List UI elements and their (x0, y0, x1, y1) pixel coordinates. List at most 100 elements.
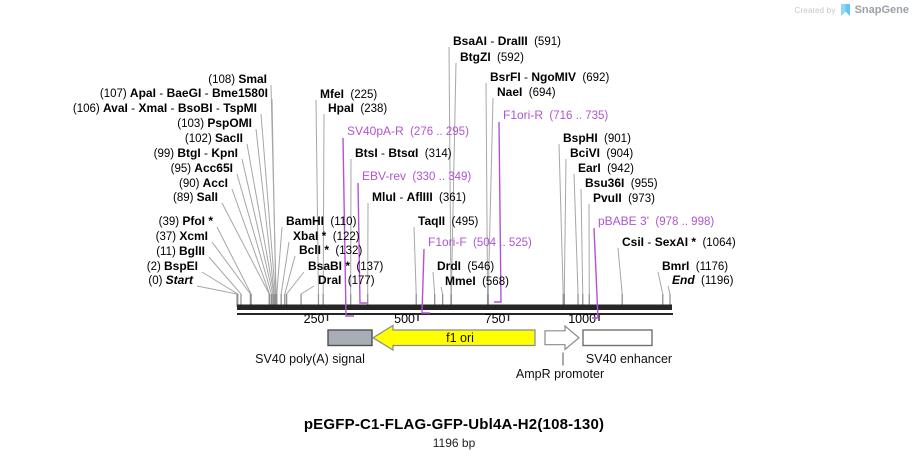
feature-label-ampr-promoter: AmpR promoter (515, 367, 605, 381)
enzyme-label-xcmi: (37) XcmI (156, 230, 208, 244)
enzyme-label-mfei: MfeI (225) (320, 88, 377, 102)
feature-label-sv40-enhancer: SV40 enhancer (585, 352, 673, 366)
primer-label-sv40pa-r: SV40pA-R (276 .. 295) (347, 125, 469, 139)
enzyme-label-bcli: BclI * (132) (299, 244, 362, 258)
site-position: (692) (576, 72, 610, 84)
separator: - (644, 235, 655, 249)
site-position: (276 .. 295) (403, 126, 469, 138)
enzyme-label-smai: (108) SmaI (208, 73, 267, 87)
leader-line (617, 247, 623, 307)
site-position: (591) (527, 36, 561, 48)
separator: F1ori-R (503, 108, 544, 122)
site-name: PspOMI (207, 116, 252, 130)
enzyme-label-acci: (90) AccI (179, 177, 228, 191)
site-name: BamHI (286, 214, 325, 228)
enzyme-label-bglii: (11) BglII (156, 245, 205, 259)
site-position: (694) (522, 87, 556, 99)
site-position: (89) (172, 192, 197, 204)
separator: - (127, 101, 139, 115)
site-name: CsiI (622, 235, 645, 249)
separator: - (520, 70, 532, 84)
leader-line (580, 188, 584, 307)
ruler-tick-label: 1000 (568, 312, 596, 326)
site-position: (361) (432, 192, 466, 204)
leader-line (221, 202, 270, 307)
site-position: (106) (72, 103, 103, 115)
enzyme-label-acc65i: (95) Acc65I (171, 162, 233, 176)
site-position: (103) (177, 118, 208, 130)
feature-sv40-poly-a-signal (327, 329, 373, 347)
enzyme-label-drai: DraI (177) (318, 274, 375, 288)
site-name: DraI (318, 273, 342, 287)
site-position: (110) (324, 216, 357, 228)
site-name: End (672, 273, 695, 287)
enzyme-label-drdi: DrdI (546) (437, 260, 494, 274)
enzyme-label-bsu36i: Bsu36I (955) (585, 177, 658, 191)
separator: EBV-rev (362, 169, 407, 183)
site-position: (2) (146, 261, 164, 273)
snapgene-flag-icon (840, 4, 850, 16)
enzyme-label-bsphi: BspHI (901) (563, 132, 631, 146)
backbone-line (237, 304, 672, 310)
enzyme-label-bsabi: BsaBI * (137) (308, 260, 383, 274)
site-name: TspMI (223, 101, 257, 115)
site-name: MfeI (320, 87, 344, 101)
site-name: BclI (299, 243, 322, 257)
separator: - (212, 101, 224, 115)
site-name: BciVI (570, 146, 601, 160)
primer-leader-line (342, 137, 354, 317)
enzyme-label-pfoi: (39) PfoI * (159, 215, 213, 229)
site-name: NaeI (497, 85, 523, 99)
enzyme-label-start: (0) Start (148, 274, 193, 288)
separator: F1ori-F (428, 235, 467, 249)
enzyme-label-end: End (1196) (672, 274, 733, 288)
enzyme-label-hpai: HpaI (238) (328, 102, 387, 116)
site-name: BsoBI (177, 101, 213, 115)
site-name: XcmI (179, 229, 208, 243)
site-name: BaeGI (166, 86, 202, 100)
ruler-line (237, 313, 673, 315)
leader-line (201, 271, 239, 307)
enzyme-label-xbai: XbaI * (122) (293, 230, 360, 244)
site-name: Bme1580I (211, 86, 268, 100)
primer-label-f1ori-r: F1ori-R (716 .. 735) (503, 109, 608, 123)
site-position: (37) (155, 231, 180, 243)
site-name: AflIII (406, 190, 433, 204)
site-position: (225) (344, 89, 378, 101)
site-position: (1196) (694, 275, 734, 287)
site-position: (39) (158, 216, 183, 228)
enzyme-label-avaixmaibsobitspmi: (106) AvaI - XmaI - BsoBI - TspMI (73, 102, 257, 116)
enzyme-label-pvuii: PvuII (973) (593, 192, 655, 206)
separator: - (396, 190, 407, 204)
site-name: * (204, 214, 213, 228)
enzyme-label-bsrfingomiv: BsrFI - NgoMIV (692) (490, 71, 609, 85)
site-position: (504 .. 525) (466, 237, 532, 249)
site-position: (314) (418, 148, 452, 160)
leader-line (231, 188, 271, 307)
site-position: (904) (600, 148, 634, 160)
primer-label-pbabe-3: pBABE 3' (978 .. 998) (598, 215, 714, 229)
enzyme-label-sali: (89) SalI (173, 191, 218, 205)
separator: - (377, 146, 389, 160)
site-name: BtgI (177, 146, 201, 160)
leader-line (300, 285, 315, 307)
site-name: DraIII (497, 34, 528, 48)
site-position: (592) (490, 52, 524, 64)
enzyme-label-btgzi: BtgZI (592) (460, 51, 524, 65)
site-position: (90) (178, 178, 203, 190)
site-position: (716 .. 735) (543, 110, 609, 122)
leader-line (657, 271, 664, 307)
primer-label-f1ori-f: F1ori-F (504 .. 525) (428, 236, 532, 250)
site-position: (973) (621, 193, 655, 205)
enzyme-label-mmei: MmeI (568) (445, 275, 509, 289)
site-position: (11) (156, 246, 179, 258)
separator: - (200, 146, 212, 160)
ruler-tick-label: 250 (304, 312, 325, 326)
site-name: BspHI (563, 131, 598, 145)
ruler-tick-label: 750 (485, 312, 506, 326)
enzyme-label-bamhi: BamHI (110) (286, 215, 356, 229)
site-position: (238) (354, 103, 388, 115)
site-name: XmaI (138, 101, 168, 115)
title-block: pEGFP-C1-FLAG-GFP-Ubl4A-H2(108-130) 1196… (0, 416, 908, 450)
